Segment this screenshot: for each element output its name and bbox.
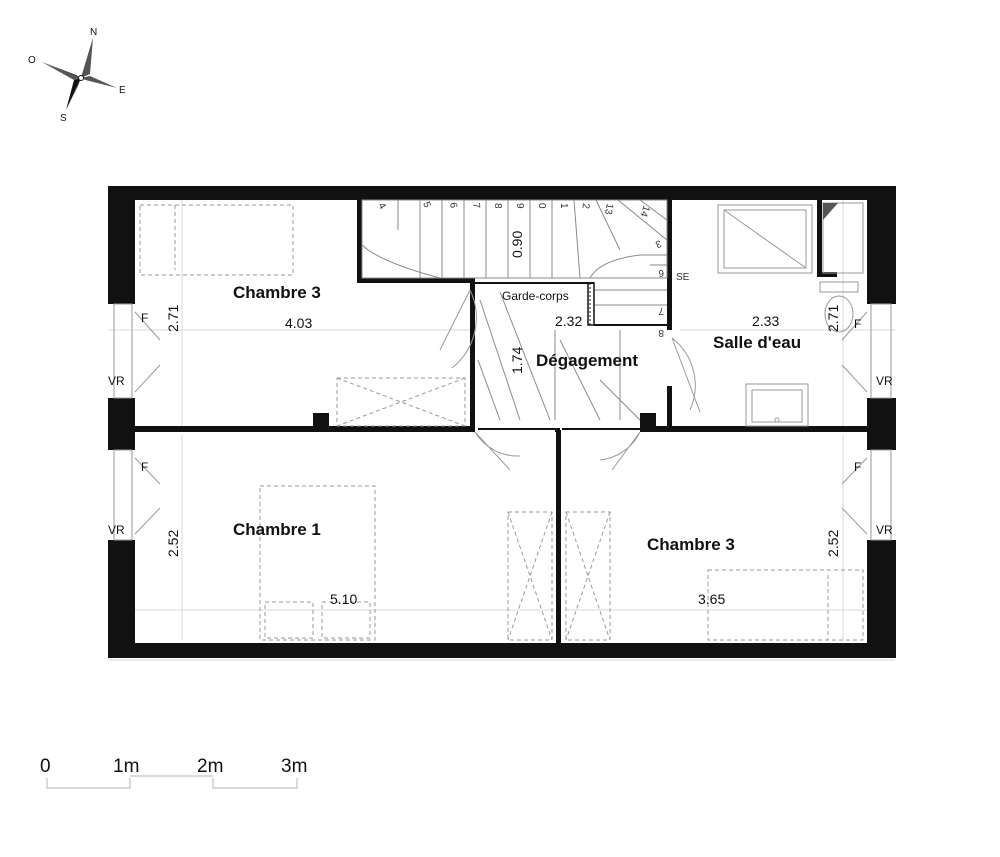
stair-step-label: 13 [602, 202, 615, 215]
scale-label: 3m [281, 756, 307, 777]
stair-step-label: 14 [637, 204, 651, 219]
stair-step-label: 7 [658, 305, 664, 316]
room-name-chambre1: Chambre 1 [233, 520, 321, 539]
dimension-chambre3-top-width: 4.03 [285, 315, 312, 331]
dimension-salle-eau-width: 2.33 [752, 313, 779, 329]
scale-label: 0 [40, 756, 51, 777]
stair-step-label: 0 [536, 203, 547, 209]
scale-label: 1m [113, 756, 139, 777]
stair-step-label: 7 [470, 202, 481, 209]
stair-step-label: 8 [492, 203, 503, 209]
stair: 4 5 6 7 8 9 0 1 2 13 14 3 6 7 8 SE 0.90 [361, 199, 690, 421]
compass-north-label: N [90, 27, 97, 38]
window-labels: F VR F VR F VR F VR [108, 311, 893, 537]
furniture-salle-eau [717, 202, 864, 427]
windows [113, 303, 892, 541]
door-swings [439, 289, 701, 471]
dimension-chambre3-bottom-depth: 2.52 [825, 530, 841, 557]
room-labels: Chambre 3 4.03 2.71 Garde-corps 2.32 1.7… [165, 283, 841, 607]
stair-step-label: 8 [658, 327, 664, 338]
stair-step-label: 6 [658, 267, 664, 278]
scale-bar: 0 1m 2m 3m [40, 756, 307, 789]
window-label-shutter: VR [108, 374, 125, 388]
window-label-fixed: F [854, 317, 861, 331]
window-label-fixed: F [141, 311, 148, 325]
railing-label: Garde-corps [502, 289, 569, 303]
furniture-chambre1 [259, 485, 553, 641]
compass-west-label: O [28, 55, 36, 66]
dimension-chambre1-width: 5.10 [330, 591, 357, 607]
stair-step-label: 5 [420, 200, 432, 209]
stair-step-label: 9 [514, 203, 525, 209]
stair-step-label: 4 [375, 201, 388, 212]
compass-rose: N S E O [28, 27, 126, 124]
scale-label: 2m [197, 756, 223, 777]
window-label-fixed: F [854, 460, 861, 474]
stair-marker: SE [676, 272, 690, 283]
window-label-shutter: VR [108, 523, 125, 537]
dimension-degagement-width: 2.32 [555, 313, 582, 329]
window-label-shutter: VR [876, 523, 893, 537]
stair-width: 0.90 [509, 231, 525, 258]
dimension-salle-eau-depth: 2.71 [825, 305, 841, 332]
room-name-chambre3-bottom: Chambre 3 [647, 535, 735, 554]
room-name-degagement: Dégagement [536, 351, 638, 370]
compass-south-label: S [60, 113, 67, 124]
stair-step-label: 2 [579, 203, 590, 210]
room-name-chambre3-top: Chambre 3 [233, 283, 321, 302]
stair-step-label: 3 [653, 237, 662, 249]
interior-walls [135, 200, 867, 644]
compass-east-label: E [119, 85, 126, 96]
window-label-fixed: F [141, 460, 148, 474]
exterior-walls [108, 186, 896, 658]
dimension-degagement-depth: 1.74 [509, 347, 525, 374]
furniture-chambre3-bottom [565, 511, 864, 641]
stair-step-label: 1 [558, 203, 569, 209]
room-name-salle-eau: Salle d'eau [713, 333, 801, 352]
stair-step-label: 6 [447, 202, 459, 210]
dimension-chambre3-bottom-width: 3.65 [698, 591, 725, 607]
dimension-chambre3-top-depth: 2.71 [165, 305, 181, 332]
furniture-chambre3-top [139, 204, 466, 427]
dimension-chambre1-depth: 2.52 [165, 530, 181, 557]
window-label-shutter: VR [876, 374, 893, 388]
